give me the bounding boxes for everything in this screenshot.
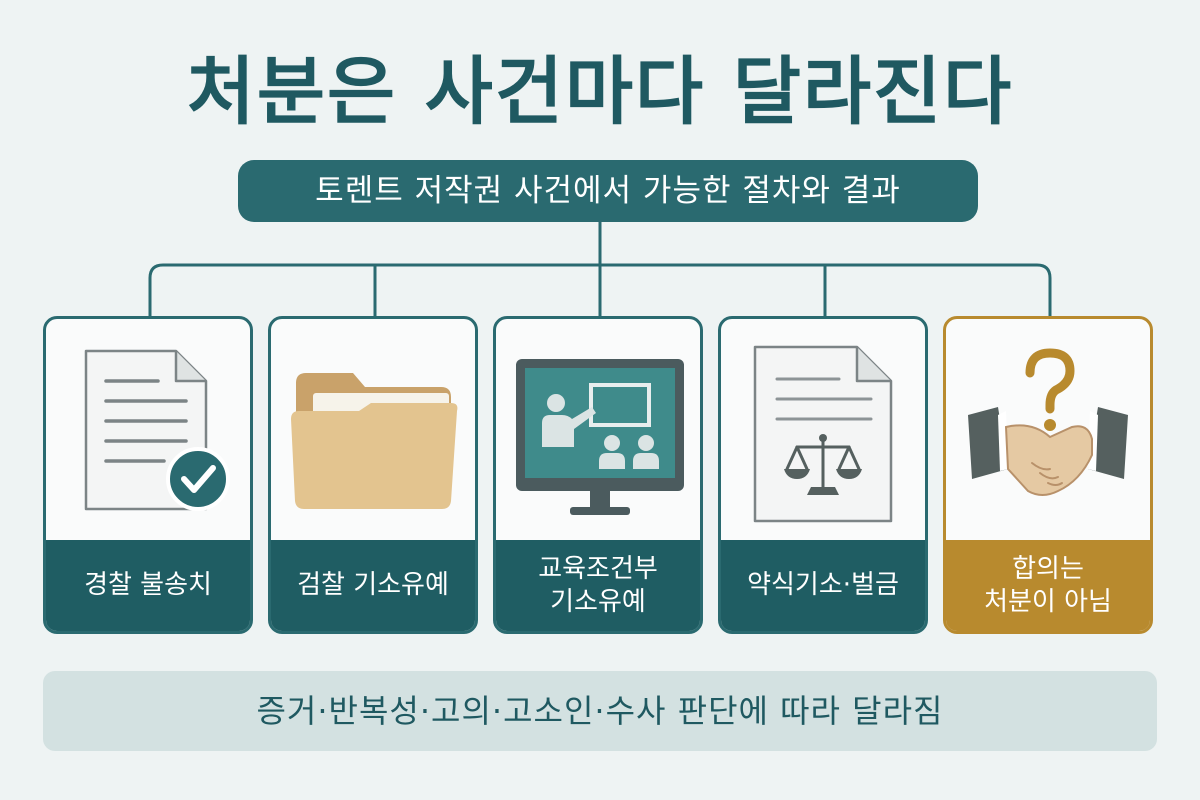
card-label: 검찰 기소유예 [271,540,475,631]
card-label: 경찰 불송치 [46,540,250,631]
document-scales-icon [753,345,893,523]
page-title: 처분은 사건마다 달라진다 [186,49,1014,135]
monitor-classroom-icon [516,359,684,515]
handshake-question-icon [968,348,1128,496]
card-police-non-referral: 경찰 불송치 [43,316,253,634]
subtitle-banner: 토렌트 저작권 사건에서 가능한 절차와 결과 [238,160,978,222]
document-check-icon [84,349,230,511]
folder-icon [291,373,458,509]
footer-note: 증거·반복성·고의·고소인·수사 판단에 따라 달라짐 [43,671,1157,751]
card-prosecution-suspended: 검찰 기소유예 [268,316,478,634]
card-label: 약식기소·벌금 [721,540,925,631]
card-summary-indictment-fine: 약식기소·벌금 [718,316,928,634]
